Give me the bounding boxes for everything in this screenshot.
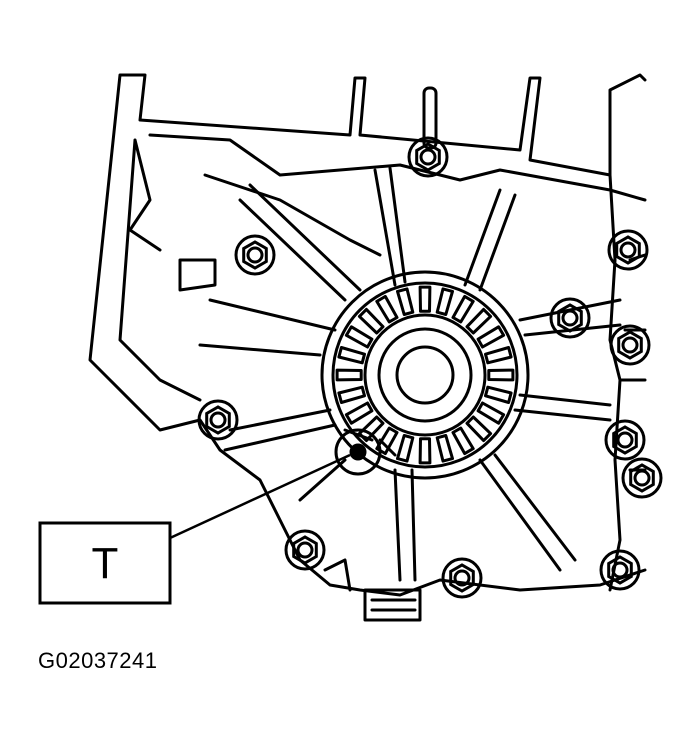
bolt [607,229,649,271]
bolt [234,234,276,276]
bolt [604,419,646,461]
top-stud [422,86,438,150]
tone-ring-tooth [451,426,475,456]
upper-flange-inner [203,173,382,257]
tone-ring-tooth [465,307,493,335]
tone-ring-tooth [344,325,374,349]
ribs [178,166,622,592]
tone-ring-tooth [487,368,515,382]
bolt [197,399,239,441]
callout-box [38,521,172,605]
bolt [621,457,663,499]
locating-pin [334,428,397,476]
tone-ring-tooth [344,401,374,425]
leader-line [169,453,351,540]
tone-ring-tooth [418,285,432,313]
tone-ring-tooth [396,287,415,316]
tone-ring-tooth [335,368,363,382]
tone-ring-tooth [484,346,513,365]
upper-flange [148,133,647,202]
bolt [599,549,641,591]
figure-id: G02037241 [38,648,158,673]
callout-label: T [92,539,119,588]
tone-ring-tooth [396,434,415,463]
tone-ring-tooth [465,415,493,443]
bolts [197,136,663,599]
tone-ring-tooth [418,437,432,465]
center-hub [320,270,530,480]
tone-ring-tooth [435,287,454,316]
tone-ring-tooth [435,434,454,463]
tone-ring-tooth [337,346,366,365]
bolt [284,529,326,571]
tone-ring-tooth [476,325,506,349]
tone-ring-tooth [357,307,385,335]
bolt [609,324,651,366]
housing-left-inner [118,138,202,402]
tone-ring-tooth [476,401,506,425]
tone-ring-tooth [337,385,366,404]
tone-ring-tooth [451,294,475,324]
bolt [407,136,449,178]
bolt [549,297,591,339]
tone-ring-tooth [375,294,399,324]
bolt [441,557,483,599]
drain-bolt [363,588,422,622]
tone-ring-tooth [375,426,399,456]
tone-ring-tooth [484,385,513,404]
